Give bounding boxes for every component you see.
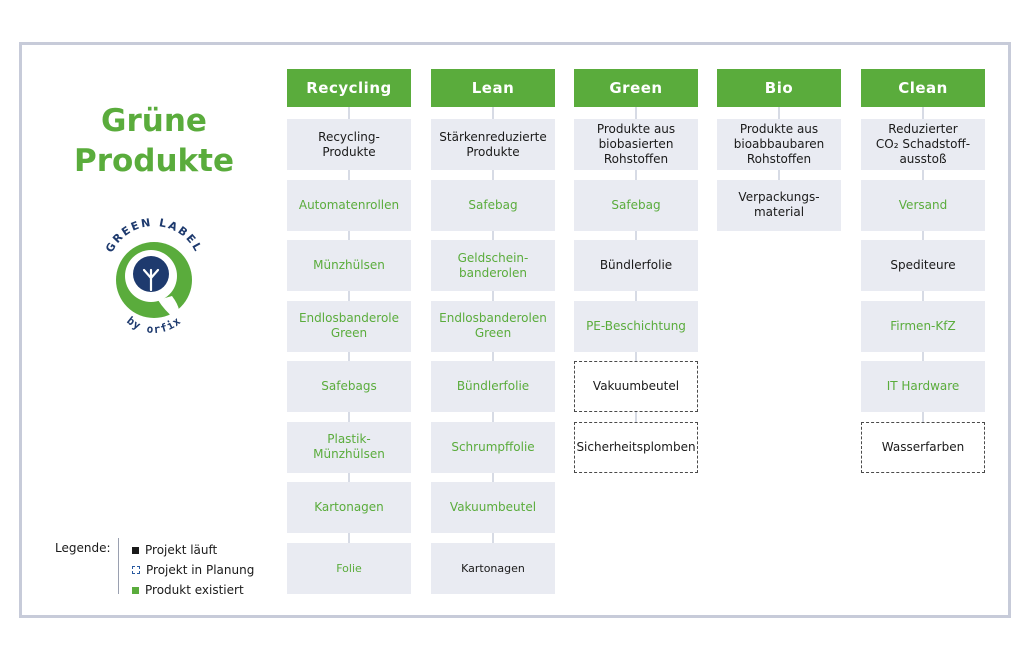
product-cell-label: Versand (898, 197, 948, 212)
product-cell: Spediteure (861, 240, 985, 291)
legend-divider (118, 538, 119, 594)
product-cell-label: Münzhülsen (313, 258, 385, 272)
legend-label: Produkt existiert (145, 583, 244, 597)
product-cell: Schrumpffolie (431, 421, 555, 473)
column-header: Bio (717, 69, 841, 107)
legend-item-running: Projekt läuft (132, 540, 254, 560)
product-cell: Kartonagen (287, 482, 411, 533)
product-cell: Endlosbanderole Green (287, 300, 411, 352)
product-cell: Produkte aus biobasierten Rohstoffen (574, 119, 698, 170)
product-cell: Verpackungs- material (717, 179, 841, 231)
green-label-logo: GREEN LABEL by orfix (103, 216, 203, 336)
product-cell: IT Hardware (861, 361, 985, 412)
product-cell-label: Geldschein- banderolen (457, 250, 529, 280)
product-cell: Folie (287, 542, 411, 594)
product-cell: Firmen-KfZ (861, 300, 985, 352)
product-cell-label: Folie (336, 561, 362, 575)
product-cell-label: Endlosbanderole Green (298, 311, 400, 340)
page-title-line2: Produkte (73, 143, 235, 179)
product-cell-label: Bündlerfolie (599, 258, 673, 272)
product-cell-label: Wasserfarben (881, 439, 965, 454)
column-header: Recycling (287, 69, 411, 107)
legend-swatch-exists (132, 586, 139, 594)
product-cell: Geldschein- banderolen (431, 240, 555, 291)
product-cell-label: PE-Beschichtung (586, 318, 686, 333)
product-cell-label: Stärkenreduzierte Produkte (439, 129, 547, 159)
product-cell: Safebags (287, 361, 411, 412)
product-cell: Wasserfarben (861, 421, 985, 473)
legend-item-exists: Produkt existiert (132, 580, 254, 600)
product-cell-label: Automatenrollen (298, 197, 400, 212)
product-cell: Produkte aus bioabbaubaren Rohstoffen (717, 119, 841, 170)
legend-swatch-planned (132, 566, 140, 574)
legend-item-planned: Projekt in Planung (132, 560, 254, 580)
product-cell: Endlosbanderolen Green (431, 300, 555, 352)
product-cell: Recycling- Produkte (287, 119, 411, 170)
product-cell: Stärkenreduzierte Produkte (431, 119, 555, 170)
product-cell-label: Reduzierter CO₂ Schadstoff- ausstoß (875, 122, 971, 166)
legend-swatch-running (132, 546, 139, 554)
product-cell-label: Produkte aus biobasierten Rohstoffen (596, 122, 676, 166)
product-cell: PE-Beschichtung (574, 300, 698, 352)
product-cell: Safebag (431, 179, 555, 231)
product-cell-label: IT Hardware (886, 379, 960, 393)
product-cell: Versand (861, 179, 985, 231)
product-cell: Sicherheitsplomben (574, 421, 698, 473)
page-title: Grüne Produkte (60, 101, 248, 181)
product-cell-label: Plastik- Münzhülsen (313, 432, 385, 461)
product-cell: Bündlerfolie (574, 240, 698, 291)
product-cell-label: Bündlerfolie (456, 379, 530, 393)
page-title-line1: Grüne (101, 103, 207, 139)
product-cell-label: Kartonagen (461, 561, 525, 575)
product-cell-label: Spediteure (890, 258, 956, 272)
product-cell-label: Firmen-KfZ (890, 318, 956, 333)
product-cell: Bündlerfolie (431, 361, 555, 412)
legend-label: Projekt läuft (145, 543, 218, 557)
product-cell-label: Safebag (468, 197, 518, 212)
product-cell-label: Sicherheitsplomben (576, 439, 696, 454)
product-cell-label: Produkte aus bioabbaubaren Rohstoffen (733, 122, 825, 166)
legend-title: Legende: (55, 541, 111, 555)
product-cell: Plastik- Münzhülsen (287, 421, 411, 473)
product-cell: Reduzierter CO₂ Schadstoff- ausstoß (861, 119, 985, 170)
product-cell-label: Endlosbanderolen Green (439, 311, 547, 340)
product-cell-label: Vakuumbeutel (592, 379, 680, 393)
product-cell-label: Schrumpffolie (451, 439, 535, 454)
column-header: Lean (431, 69, 555, 107)
logo-leaf-cut (158, 296, 180, 320)
product-cell-label: Safebags (321, 379, 377, 393)
product-cell: Vakuumbeutel (431, 482, 555, 533)
column-header: Clean (861, 69, 985, 107)
product-cell: Safebag (574, 179, 698, 231)
product-cell: Kartonagen (431, 542, 555, 594)
product-cell-label: Safebag (611, 197, 661, 212)
product-cell-label: Verpackungs- material (738, 190, 820, 219)
product-cell: Vakuumbeutel (574, 361, 698, 412)
product-cell-label: Kartonagen (314, 500, 384, 514)
product-cell: Automatenrollen (287, 179, 411, 231)
logo-tree-trunk (142, 268, 160, 292)
product-cell: Münzhülsen (287, 240, 411, 291)
column-header: Green (574, 69, 698, 107)
product-cell-label: Recycling- Produkte (318, 129, 380, 159)
product-cell-label: Vakuumbeutel (449, 500, 537, 514)
legend-label: Projekt in Planung (146, 563, 255, 577)
